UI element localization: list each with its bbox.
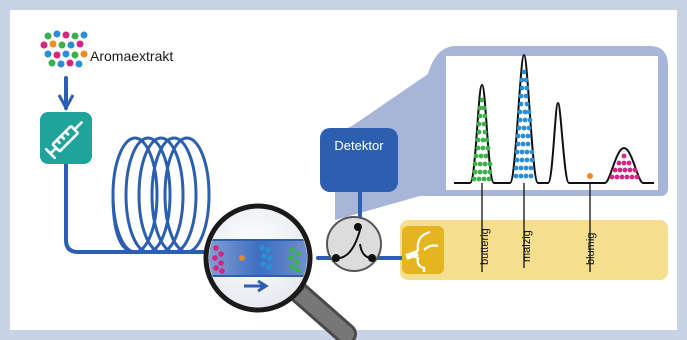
aroma-note-butterig: butterig — [479, 228, 491, 265]
nose-sniffing-icon — [402, 226, 444, 274]
aroma-note-blumig: blumig — [585, 232, 597, 265]
column-coil-icon — [111, 136, 211, 254]
aroma-note-malzig: malzig — [521, 230, 533, 262]
peak-blumig-dot — [587, 173, 593, 179]
sniff-port-band — [400, 220, 668, 280]
aroma-label-lines — [481, 183, 591, 272]
peak-malzig-dots — [513, 69, 535, 179]
detector-box — [320, 128, 398, 192]
peak-butterig-dots — [471, 97, 493, 182]
detector-label: Detektor — [334, 138, 384, 153]
splitter-icon — [326, 216, 382, 272]
syringe-icon — [40, 112, 92, 164]
aroma-extract-label: Aromaextrakt — [90, 48, 174, 64]
flow-arrow-icon — [57, 78, 75, 112]
peak-pink-dots — [609, 153, 640, 180]
magnifier-icon — [203, 203, 357, 340]
extract-dots-icon — [40, 30, 88, 68]
chromatogram-trace — [454, 53, 654, 184]
